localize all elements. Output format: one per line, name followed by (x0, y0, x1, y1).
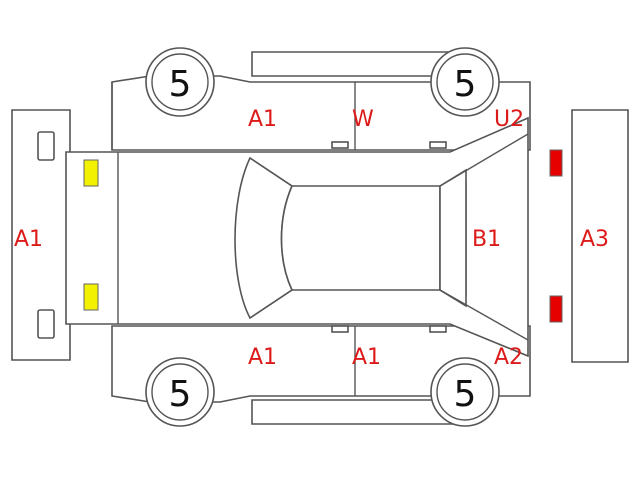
damage-front-left-fender: A1 (248, 107, 277, 132)
damage-rear-right-quarter: A2 (494, 345, 523, 370)
tire-front-right-score: 5 (169, 374, 192, 415)
right-side-panel (111, 325, 531, 403)
roof-side-rail-left (251, 51, 456, 77)
tire-front-right: 5 (145, 357, 215, 427)
damage-tailgate: B1 (472, 227, 501, 252)
tire-front-left: 5 (145, 47, 215, 117)
tire-rear-right-score: 5 (454, 374, 477, 415)
front-bumper (11, 109, 71, 361)
damage-rear-left-quarter: U2 (494, 107, 524, 132)
roof-top (234, 133, 529, 341)
damage-rear-bumper: A3 (580, 227, 609, 252)
roof-side-rail-right (251, 399, 456, 425)
tire-rear-right: 5 (430, 357, 500, 427)
front-light-right (83, 283, 99, 311)
damage-front-right-fender: A1 (248, 345, 277, 370)
damage-right-door: A1 (352, 345, 381, 370)
rear-bumper (571, 109, 629, 363)
rear-light-left (549, 149, 563, 177)
rear-light-right (549, 295, 563, 323)
damage-roof-left: W (352, 107, 374, 132)
tire-rear-left: 5 (430, 47, 500, 117)
damage-front-bumper: A1 (14, 227, 43, 252)
front-light-left (83, 159, 99, 187)
tire-front-left-score: 5 (169, 64, 192, 105)
tire-rear-left-score: 5 (454, 64, 477, 105)
